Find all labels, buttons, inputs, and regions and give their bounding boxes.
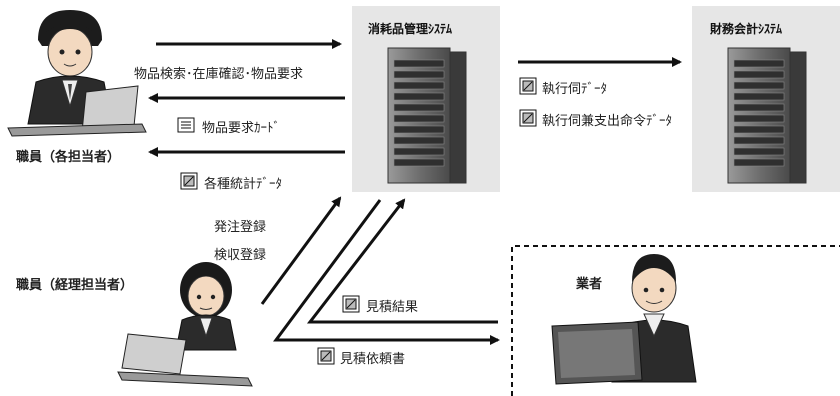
statistics-label: 各種統計ﾃﾞｰﾀ	[204, 177, 283, 192]
document-icon	[177, 117, 195, 133]
arrow-quote-request	[273, 199, 500, 345]
data-file-icon	[519, 77, 537, 95]
accountant-person-icon	[117, 262, 253, 387]
server-icon	[727, 47, 807, 184]
quote-result-label: 見積結果	[366, 300, 419, 315]
order-registration-label: 発注登録	[214, 220, 267, 235]
vendor-boundary	[511, 245, 840, 396]
vendor-label: 業者	[576, 277, 603, 292]
data-file-icon	[519, 109, 537, 127]
staff-label: 職員（各担当者）	[16, 150, 121, 165]
consumables-system-title: 消耗品管理ｼｽﾃﾑ	[368, 22, 453, 36]
staff-person-icon	[7, 10, 147, 137]
inspection-registration-label: 検収登録	[214, 248, 267, 263]
exec-data-label: 執行伺ﾃﾞｰﾀ	[542, 82, 608, 97]
vendor-person-icon	[551, 254, 697, 385]
server-icon	[387, 47, 467, 184]
accounting-system-title: 財務会計ｼｽﾃﾑ	[710, 22, 783, 36]
data-file-icon	[317, 347, 335, 365]
accountant-label: 職員（経理担当者）	[16, 278, 134, 293]
quote-request-label: 見積依頼書	[340, 352, 406, 367]
data-file-icon	[342, 295, 360, 313]
exec-pay-data-label: 執行伺兼支出命令ﾃﾞｰﾀ	[542, 114, 673, 129]
search-label: 物品検索･在庫確認･物品要求	[134, 67, 304, 82]
arrow-order-registration	[260, 196, 342, 305]
request-card-label: 物品要求ｶｰﾄﾞ	[202, 121, 281, 136]
arrow-quote-result	[306, 198, 498, 324]
data-file-icon	[180, 172, 198, 190]
